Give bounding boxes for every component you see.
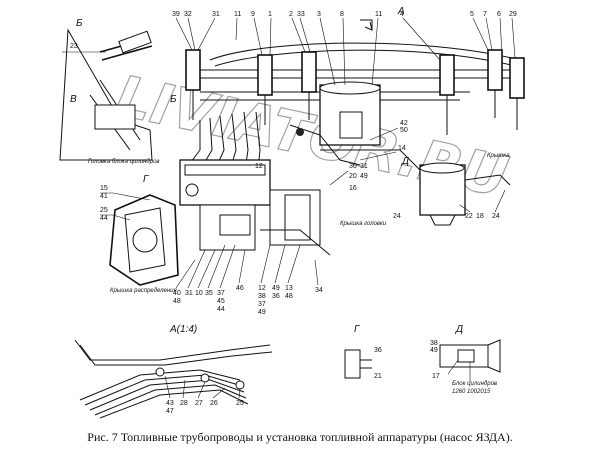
svg-text:45: 45 [217,298,225,305]
svg-text:46: 46 [236,285,244,292]
svg-text:26: 26 [210,400,218,407]
svg-text:23: 23 [70,43,78,50]
svg-text:18: 18 [476,213,484,220]
view-label-g: Г [143,174,150,185]
svg-text:35: 35 [205,290,213,297]
svg-text:8: 8 [340,11,344,18]
svg-text:5: 5 [470,11,474,18]
svg-text:16: 16 [349,185,357,192]
svg-text:37: 37 [258,301,266,308]
bottom-callouts: 40 48 31 10 35 37 45 46 12 38 49 13 37 4… [173,244,323,316]
svg-text:44: 44 [100,215,108,222]
view-label-b2: Б [170,94,177,105]
injector-rail [185,19,525,146]
svg-text:41: 41 [100,193,108,200]
note-cover-head: Крышка головки [340,221,387,227]
svg-text:43: 43 [166,400,174,407]
svg-text:28: 28 [180,400,188,407]
svg-text:24: 24 [492,213,500,220]
svg-text:30: 30 [349,163,357,170]
fuel-filter-d: Крышка [419,153,511,226]
svg-text:25: 25 [236,400,244,407]
svg-text:24: 24 [393,213,401,220]
svg-text:27: 27 [195,400,203,407]
svg-text:31: 31 [360,163,368,170]
svg-text:9: 9 [251,11,255,18]
note-pos: 1260 1002015 [452,389,491,395]
svg-text:40: 40 [173,290,181,297]
svg-text:12: 12 [258,285,266,292]
note-cover: Крышка [487,153,510,159]
note-cover-dist: Крышка распределения [110,288,178,294]
svg-text:10: 10 [195,290,203,297]
svg-text:11: 11 [234,11,241,18]
svg-text:36: 36 [272,293,280,300]
view-a-pipes: А(1:4) 43 47 28 27 26 25 [74,324,273,419]
svg-text:13: 13 [285,285,293,292]
svg-text:20: 20 [349,173,357,180]
svg-text:49: 49 [360,173,368,180]
svg-text:38: 38 [430,340,438,347]
svg-text:42: 42 [400,120,408,127]
note-head: Головка блока цилиндров [88,159,160,165]
svg-text:21: 21 [374,373,382,380]
svg-text:50: 50 [400,127,408,134]
svg-text:48: 48 [285,293,293,300]
svg-text:49: 49 [258,309,266,316]
cylinder-head-view: 23 Головка блока цилиндров [59,28,160,165]
svg-text:12: 12 [255,163,263,170]
svg-text:31: 31 [212,11,220,18]
svg-text:48: 48 [173,298,181,305]
svg-text:37: 37 [217,290,225,297]
svg-text:3: 3 [317,11,321,18]
injection-pump [179,111,421,256]
svg-text:29: 29 [509,11,517,18]
svg-text:47: 47 [166,408,174,415]
view-label-a: А [397,6,405,17]
svg-text:4: 4 [400,11,404,18]
svg-text:17: 17 [432,373,440,380]
svg-text:39: 39 [172,11,180,18]
svg-text:Г: Г [354,324,361,335]
svg-text:32: 32 [184,11,192,18]
svg-text:Д: Д [455,324,463,335]
svg-text:25: 25 [100,207,108,214]
view-label-v: В [70,94,77,105]
view-g-detail: Г 36 21 [344,324,382,380]
svg-text:6: 6 [497,11,501,18]
top-callouts: 39 32 31 11 9 1 2 33 3 8 11 4 5 7 6 29 [172,11,517,86]
svg-text:7: 7 [483,11,487,18]
timing-cover: Крышка распределения [109,194,179,294]
svg-text:34: 34 [315,287,323,294]
mid-callouts: 12 42 50 30 31 20 49 16 14 24 22 18 24 К… [255,120,506,227]
svg-text:49: 49 [430,347,438,354]
svg-text:49: 49 [272,285,280,292]
svg-text:2: 2 [289,11,293,18]
svg-text:11: 11 [375,11,382,18]
view-label-b: Б [76,18,83,29]
view-d-detail: Д 38 49 17 Блок цилиндров 1260 1002015 [430,324,501,395]
svg-text:38: 38 [258,293,266,300]
svg-text:1: 1 [268,11,272,18]
svg-text:33: 33 [297,11,305,18]
view-label-d: Д [401,156,409,167]
svg-text:22: 22 [465,213,473,220]
svg-text:44: 44 [217,306,225,313]
svg-text:14: 14 [398,145,406,152]
svg-text:36: 36 [374,347,382,354]
svg-text:15: 15 [100,185,108,192]
note-block: Блок цилиндров [452,381,497,387]
view-a-title: А(1:4) [169,324,197,335]
figure-caption: Рис. 7 Топливные трубопроводы и установк… [87,430,513,444]
svg-text:31: 31 [185,290,193,297]
